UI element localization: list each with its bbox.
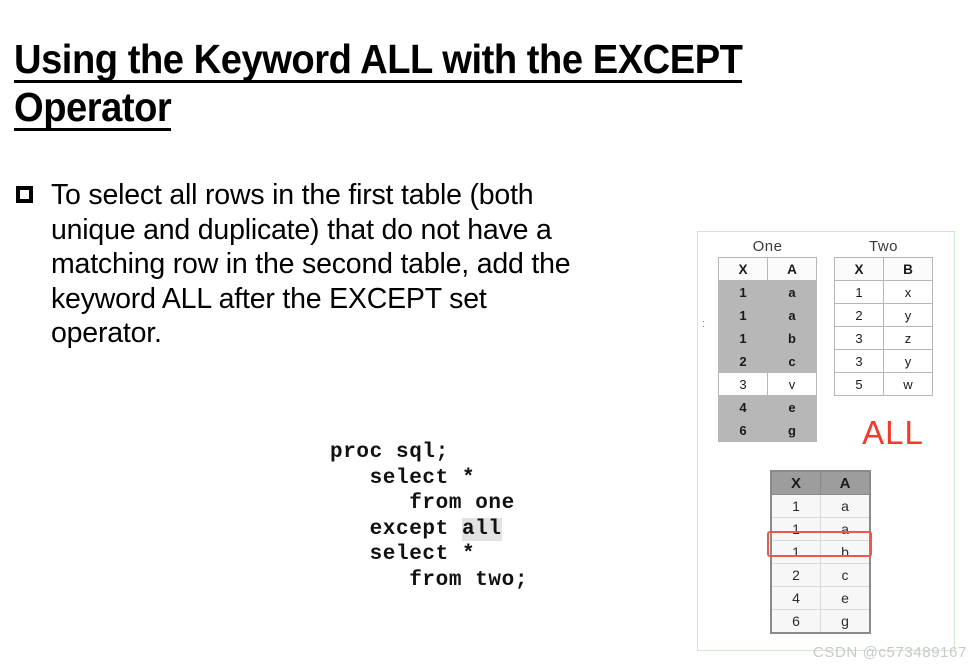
table-cell: w: [883, 372, 933, 396]
table-cell: e: [820, 586, 871, 610]
table-cell: 1: [718, 280, 768, 304]
table-cell: b: [820, 540, 871, 564]
code-line-3: from one: [330, 492, 515, 515]
all-keyword-label: ALL: [862, 414, 924, 451]
table-cell: b: [767, 326, 817, 350]
table-cell: 2: [770, 563, 821, 587]
table-cell: a: [767, 303, 817, 327]
bullet-text: To select all rows in the first table (b…: [51, 179, 571, 349]
table-cell: a: [820, 517, 871, 541]
page-title-line-2: Operator: [14, 84, 172, 131]
table-cell: z: [883, 326, 933, 350]
colon-mark: :: [702, 318, 706, 330]
table-cell: 5: [834, 372, 884, 396]
page-title-line-1: Using the Keyword ALL with the EXCEPT: [14, 36, 743, 83]
table-cell: y: [883, 303, 933, 327]
table-cell: a: [820, 494, 871, 518]
column-header: X: [770, 470, 821, 495]
table-one-caption: One: [752, 238, 783, 255]
table-cell: 1: [770, 540, 821, 564]
code-line-5: select *: [330, 543, 476, 566]
table-cell: 1: [718, 326, 768, 350]
table-cell: 3: [834, 349, 884, 373]
column-header: A: [820, 470, 871, 495]
table-cell: 1: [770, 494, 821, 518]
table-cell: c: [767, 349, 817, 373]
code-line-1: proc sql;: [330, 441, 449, 464]
watermark: CSDN @c573489167: [812, 644, 967, 661]
table-cell: 2: [718, 349, 768, 373]
code-keyword-all-highlight: all: [462, 517, 502, 541]
table-cell: 3: [834, 326, 884, 350]
table-cell: c: [820, 563, 871, 587]
table-cell: 1: [718, 303, 768, 327]
code-line-4-prefix: except: [330, 517, 463, 541]
table-cell: 4: [718, 395, 768, 419]
table-cell: v: [767, 372, 817, 396]
table-cell: 1: [770, 517, 821, 541]
table-cell: y: [883, 349, 933, 373]
code-line-6: from two;: [330, 568, 529, 592]
table-cell: 1: [834, 280, 884, 304]
column-header: X: [834, 257, 884, 281]
sql-code-block: proc sql; select * from one except all s…: [330, 440, 528, 593]
table-two-caption: Two: [868, 238, 898, 255]
table-cell: x: [883, 280, 933, 304]
hollow-square-bullet-icon: [16, 186, 33, 203]
column-header: B: [883, 257, 933, 281]
table-cell: 6: [770, 609, 821, 634]
table-cell: 4: [770, 586, 821, 610]
table-cell: 6: [718, 418, 768, 442]
table-cell: g: [767, 418, 817, 442]
table-cell: a: [767, 280, 817, 304]
column-header: A: [767, 257, 817, 281]
column-header: X: [718, 257, 768, 281]
table-cell: e: [767, 395, 817, 419]
table-cell: 2: [834, 303, 884, 327]
table-cell: 3: [718, 372, 768, 396]
table-cell: g: [820, 609, 871, 634]
code-line-2: select *: [330, 466, 476, 490]
bullet-block: To select all rows in the first table (b…: [16, 178, 576, 351]
